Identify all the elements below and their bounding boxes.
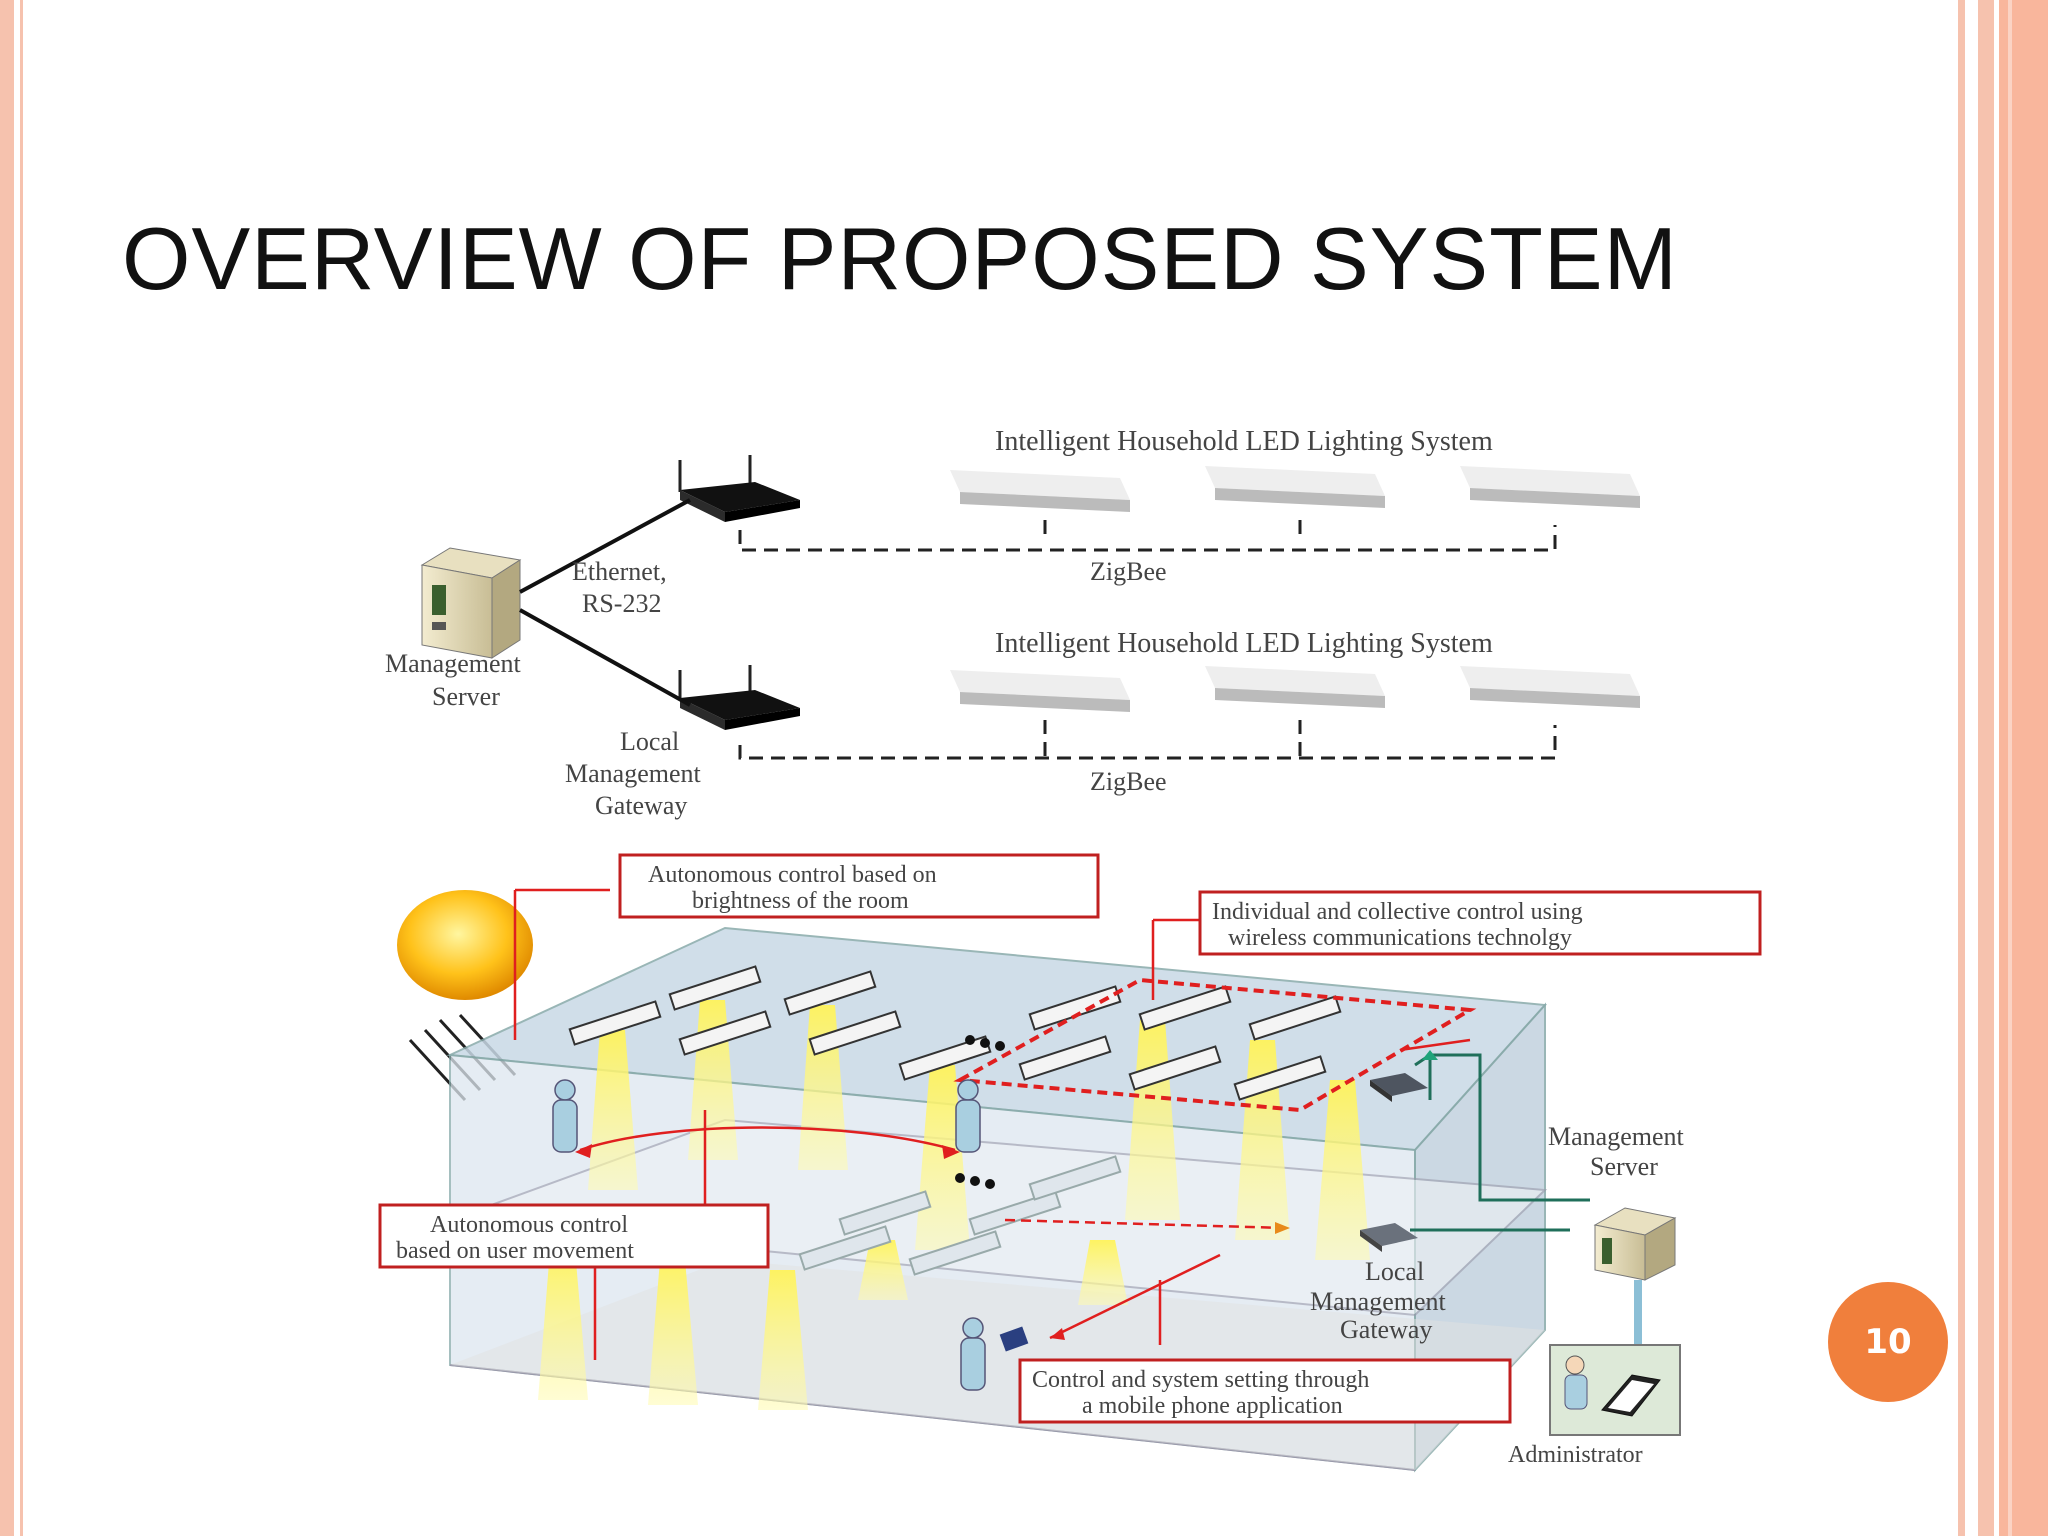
gateway-icon bbox=[1370, 1073, 1428, 1102]
building-illustration: Autonomous control based on brightness o… bbox=[378, 853, 1762, 1473]
page-number-badge: 10 bbox=[1828, 1282, 1948, 1402]
led-panel bbox=[950, 670, 1130, 712]
callout-movement: Autonomous control based on user movemen… bbox=[378, 1203, 770, 1269]
svg-text:based on user movement: based on user movement bbox=[396, 1238, 634, 1264]
gateway-icon bbox=[1360, 1223, 1418, 1252]
server-label: Management bbox=[1548, 1122, 1685, 1151]
server-label: Server bbox=[432, 682, 500, 711]
left-border bbox=[0, 0, 14, 1536]
svg-text:Individual and collective cont: Individual and collective control using bbox=[1212, 899, 1583, 925]
svg-text:brightness of the room: brightness of the room bbox=[692, 888, 909, 914]
gateway-label: Management bbox=[565, 759, 702, 788]
phone-icon bbox=[999, 1326, 1029, 1352]
person-icon bbox=[552, 1079, 578, 1153]
led-panel bbox=[1460, 666, 1640, 708]
server-icon bbox=[420, 547, 522, 659]
led-panel bbox=[950, 470, 1130, 512]
left-border-line bbox=[20, 0, 23, 1536]
right-border-band bbox=[1999, 0, 2048, 1536]
system-label: Intelligent Household LED Lighting Syste… bbox=[995, 628, 1493, 659]
light-beam bbox=[1078, 1240, 1128, 1305]
system-label: Intelligent Household LED Lighting Syste… bbox=[995, 426, 1493, 457]
light-beam bbox=[1315, 1080, 1370, 1260]
led-panel bbox=[1460, 466, 1640, 508]
light-beam bbox=[588, 1030, 638, 1190]
light-beam bbox=[648, 1260, 698, 1405]
top-network: Intelligent Household LED Lighting Syste… bbox=[385, 426, 1640, 820]
svg-text:wireless communications techno: wireless communications technolgy bbox=[1228, 925, 1572, 951]
ethernet-label: Ethernet, bbox=[572, 557, 667, 586]
light-beam bbox=[538, 1250, 588, 1400]
led-panel bbox=[1205, 666, 1385, 708]
right-border-stripe bbox=[1978, 0, 1994, 1536]
led-panel bbox=[1205, 466, 1385, 508]
gateway-label: Gateway bbox=[1340, 1315, 1432, 1344]
right-border-stripe bbox=[1958, 0, 1965, 1536]
svg-text:a mobile phone application: a mobile phone application bbox=[1082, 1393, 1343, 1419]
callout-brightness: Autonomous control based on brightness o… bbox=[618, 853, 1100, 919]
gateway-label: Local bbox=[1365, 1257, 1424, 1286]
server-label: Server bbox=[1590, 1152, 1658, 1181]
gateway-label: Local bbox=[620, 727, 679, 756]
svg-text:Autonomous control: Autonomous control bbox=[430, 1212, 628, 1238]
person-icon bbox=[960, 1317, 986, 1391]
server-icon bbox=[1593, 1207, 1677, 1281]
administrator-icon bbox=[1549, 1344, 1681, 1436]
light-beam bbox=[758, 1270, 808, 1410]
router-icon bbox=[678, 455, 800, 522]
zigbee-label: ZigBee bbox=[1090, 557, 1167, 586]
right-border-highlight bbox=[2008, 0, 2012, 1536]
gateway-label: Management bbox=[1310, 1287, 1447, 1316]
svg-text:Control and system setting thr: Control and system setting through bbox=[1032, 1367, 1369, 1393]
gateway-label: Gateway bbox=[595, 791, 687, 820]
ethernet-label: RS-232 bbox=[582, 589, 661, 618]
zigbee-label: ZigBee bbox=[1090, 767, 1167, 796]
system-diagram: Intelligent Household LED Lighting Syste… bbox=[370, 400, 1780, 1490]
router-icon bbox=[678, 665, 800, 730]
slide-title: OVERVIEW OF PROPOSED SYSTEM bbox=[122, 209, 1678, 308]
person-icon bbox=[955, 1079, 981, 1153]
svg-text:Autonomous control based on: Autonomous control based on bbox=[648, 862, 937, 888]
administrator-label: Administrator bbox=[1508, 1442, 1643, 1468]
callout-mobile: Control and system setting through a mob… bbox=[1018, 1358, 1512, 1424]
callout-wireless: Individual and collective control using … bbox=[1198, 890, 1762, 956]
server-label: Management bbox=[385, 649, 522, 678]
light-beam bbox=[858, 1240, 908, 1300]
